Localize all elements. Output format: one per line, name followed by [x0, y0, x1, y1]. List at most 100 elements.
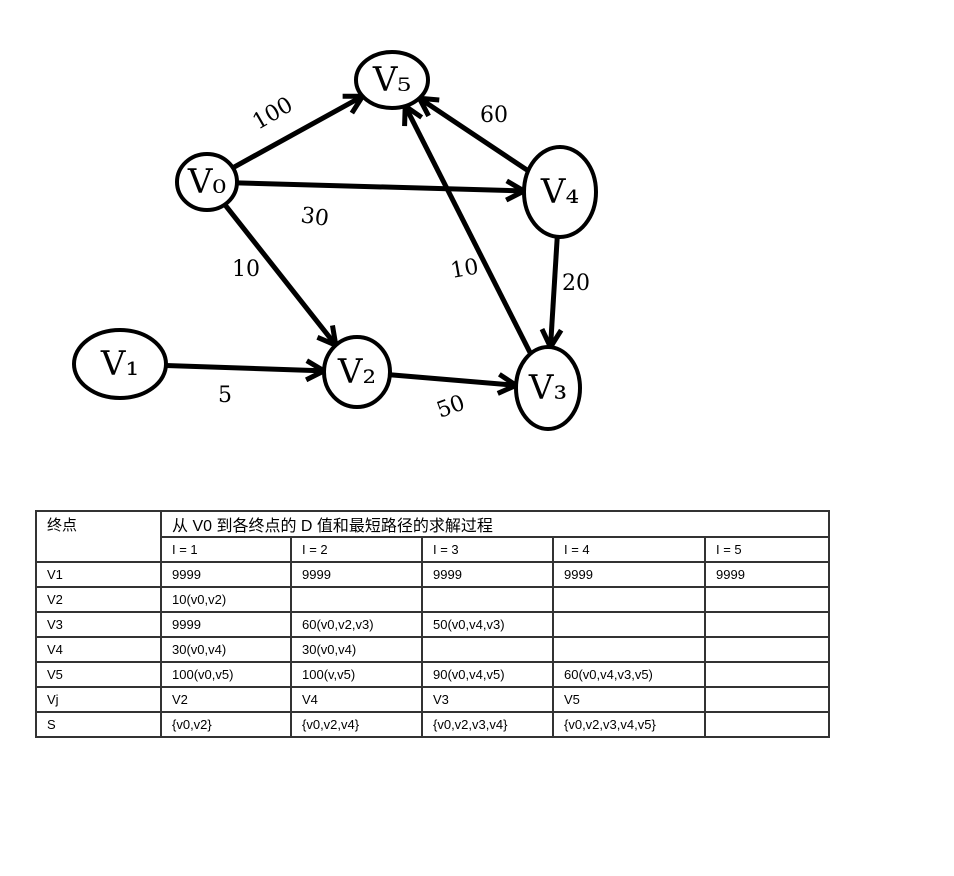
table-cell: 100(v,v5) — [290, 661, 423, 688]
node-label: V₅ — [372, 60, 411, 100]
corner-header: 终点 — [35, 510, 162, 563]
row-label: V1 — [35, 561, 162, 588]
table-cell — [552, 636, 706, 663]
edge-weight-label: 20 — [562, 271, 590, 296]
row-label: S — [35, 711, 162, 738]
table-cell: 9999 — [703, 561, 831, 588]
table-cell: 9999 — [552, 561, 706, 588]
node-label: V₂ — [337, 352, 376, 392]
nodes-layer: V₀ V₁ V₂ V₃ V₄ V₅ — [72, 50, 598, 431]
table-cell: {v0,v2,v3,v4,v5} — [552, 711, 706, 738]
node-circle — [322, 335, 392, 409]
edge-line — [402, 104, 533, 355]
table-cell: {v0,v2} — [160, 711, 292, 738]
table-cell: 30(v0,v4) — [160, 636, 292, 663]
table-cell: 60(v0,v2,v3) — [290, 611, 423, 638]
node-circle — [514, 345, 582, 431]
table-cell — [703, 636, 831, 663]
edge-weight-label: 5 — [218, 383, 232, 408]
table-title: 从 V0 到各终点的 D 值和最短路径的求解过程 — [159, 510, 831, 538]
edge-v4-v5 — [416, 95, 530, 173]
dijkstra-table: 终点 从 V0 到各终点的 D 值和最短路径的求解过程 I = 1 I = 2 … — [35, 510, 831, 738]
iteration-header: I = 1 — [160, 536, 292, 563]
iteration-header: I = 5 — [703, 536, 831, 563]
edge-weight-label: 30 — [299, 203, 330, 232]
table-cell — [552, 611, 706, 638]
edge-weight-label: 10 — [449, 254, 481, 283]
table-cell — [703, 711, 831, 738]
table-cell: 9999 — [290, 561, 423, 588]
row-label: V5 — [35, 661, 162, 688]
table-cell: V4 — [290, 686, 423, 713]
row-label: V2 — [35, 586, 162, 613]
table-cell — [703, 586, 831, 613]
node-label: V₄ — [540, 172, 579, 212]
row-label: Vj — [35, 686, 162, 713]
node-v2: V₂ — [322, 335, 392, 409]
table-cell — [421, 586, 554, 613]
edge-line — [165, 363, 325, 374]
table-cell — [703, 686, 831, 713]
table-cell: V2 — [160, 686, 292, 713]
table-cell: 9999 — [421, 561, 554, 588]
table-cell: {v0,v2,v3,v4} — [421, 711, 554, 738]
edge-v2-v3 — [389, 372, 519, 396]
edge-line — [236, 180, 525, 194]
edge-v4-v3 — [539, 236, 564, 350]
table-cell — [703, 661, 831, 688]
edge-weight-label: 10 — [232, 257, 260, 282]
node-label: V₁ — [100, 344, 139, 384]
table-cell — [421, 636, 554, 663]
table-cell: 50(v0,v4,v3) — [421, 611, 554, 638]
table-cell: 30(v0,v4) — [290, 636, 423, 663]
iteration-header: I = 4 — [552, 536, 706, 563]
table-cell — [552, 586, 706, 613]
edge-line — [231, 94, 364, 170]
iteration-header: I = 3 — [421, 536, 554, 563]
node-circle — [354, 50, 430, 110]
edge-line — [417, 96, 530, 173]
node-v3: V₃ — [514, 345, 582, 431]
table-cell: 10(v0,v2) — [160, 586, 292, 613]
table-cell: 100(v0,v5) — [160, 661, 292, 688]
edge-line — [389, 372, 517, 388]
table-cell — [703, 611, 831, 638]
edge-line — [222, 202, 338, 347]
edge-weight-label: 100 — [249, 93, 298, 136]
node-label: V₀ — [187, 162, 226, 202]
edge-v0-v5 — [231, 93, 366, 170]
row-label: V3 — [35, 611, 162, 638]
table-cell: 90(v0,v4,v5) — [421, 661, 554, 688]
edge-v3-v5 — [402, 103, 533, 355]
node-v5: V₅ — [354, 50, 430, 110]
table-cell: 9999 — [160, 611, 292, 638]
table-cell: 9999 — [160, 561, 292, 588]
row-label: V4 — [35, 636, 162, 663]
node-circle — [522, 145, 598, 239]
node-v0: V₀ — [175, 152, 239, 212]
dijkstra-table-container: 终点 从 V0 到各终点的 D 值和最短路径的求解过程 I = 1 I = 2 … — [35, 510, 831, 738]
table-title-row: 终点 从 V0 到各终点的 D 值和最短路径的求解过程 — [35, 510, 831, 563]
iteration-header-row: I = 1 I = 2 I = 3 I = 4 I = 5 — [36, 536, 831, 563]
edge-weight-label: 50 — [434, 391, 469, 424]
table-cell: V5 — [552, 686, 706, 713]
edge-line — [548, 236, 560, 348]
edge-v0-v4 — [236, 178, 527, 203]
table-body: 终点 从 V0 到各终点的 D 值和最短路径的求解过程 I = 1 I = 2 … — [35, 510, 831, 738]
table-cell — [290, 586, 423, 613]
node-v1: V₁ — [72, 328, 168, 400]
directed-graph: V₀ V₁ V₂ V₃ V₄ V₅ 100 30 10 5 50 10 60 20 — [72, 50, 598, 431]
node-label: V₃ — [528, 368, 567, 408]
edge-weight-label: 60 — [480, 103, 508, 128]
iteration-header: I = 2 — [290, 536, 423, 563]
table-row: S{v0,v2}{v0,v2,v4}{v0,v2,v3,v4}{v0,v2,v3… — [35, 711, 831, 738]
node-circle — [175, 152, 239, 212]
table-cell: 60(v0,v4,v3,v5) — [552, 661, 706, 688]
table-cell: {v0,v2,v4} — [290, 711, 423, 738]
